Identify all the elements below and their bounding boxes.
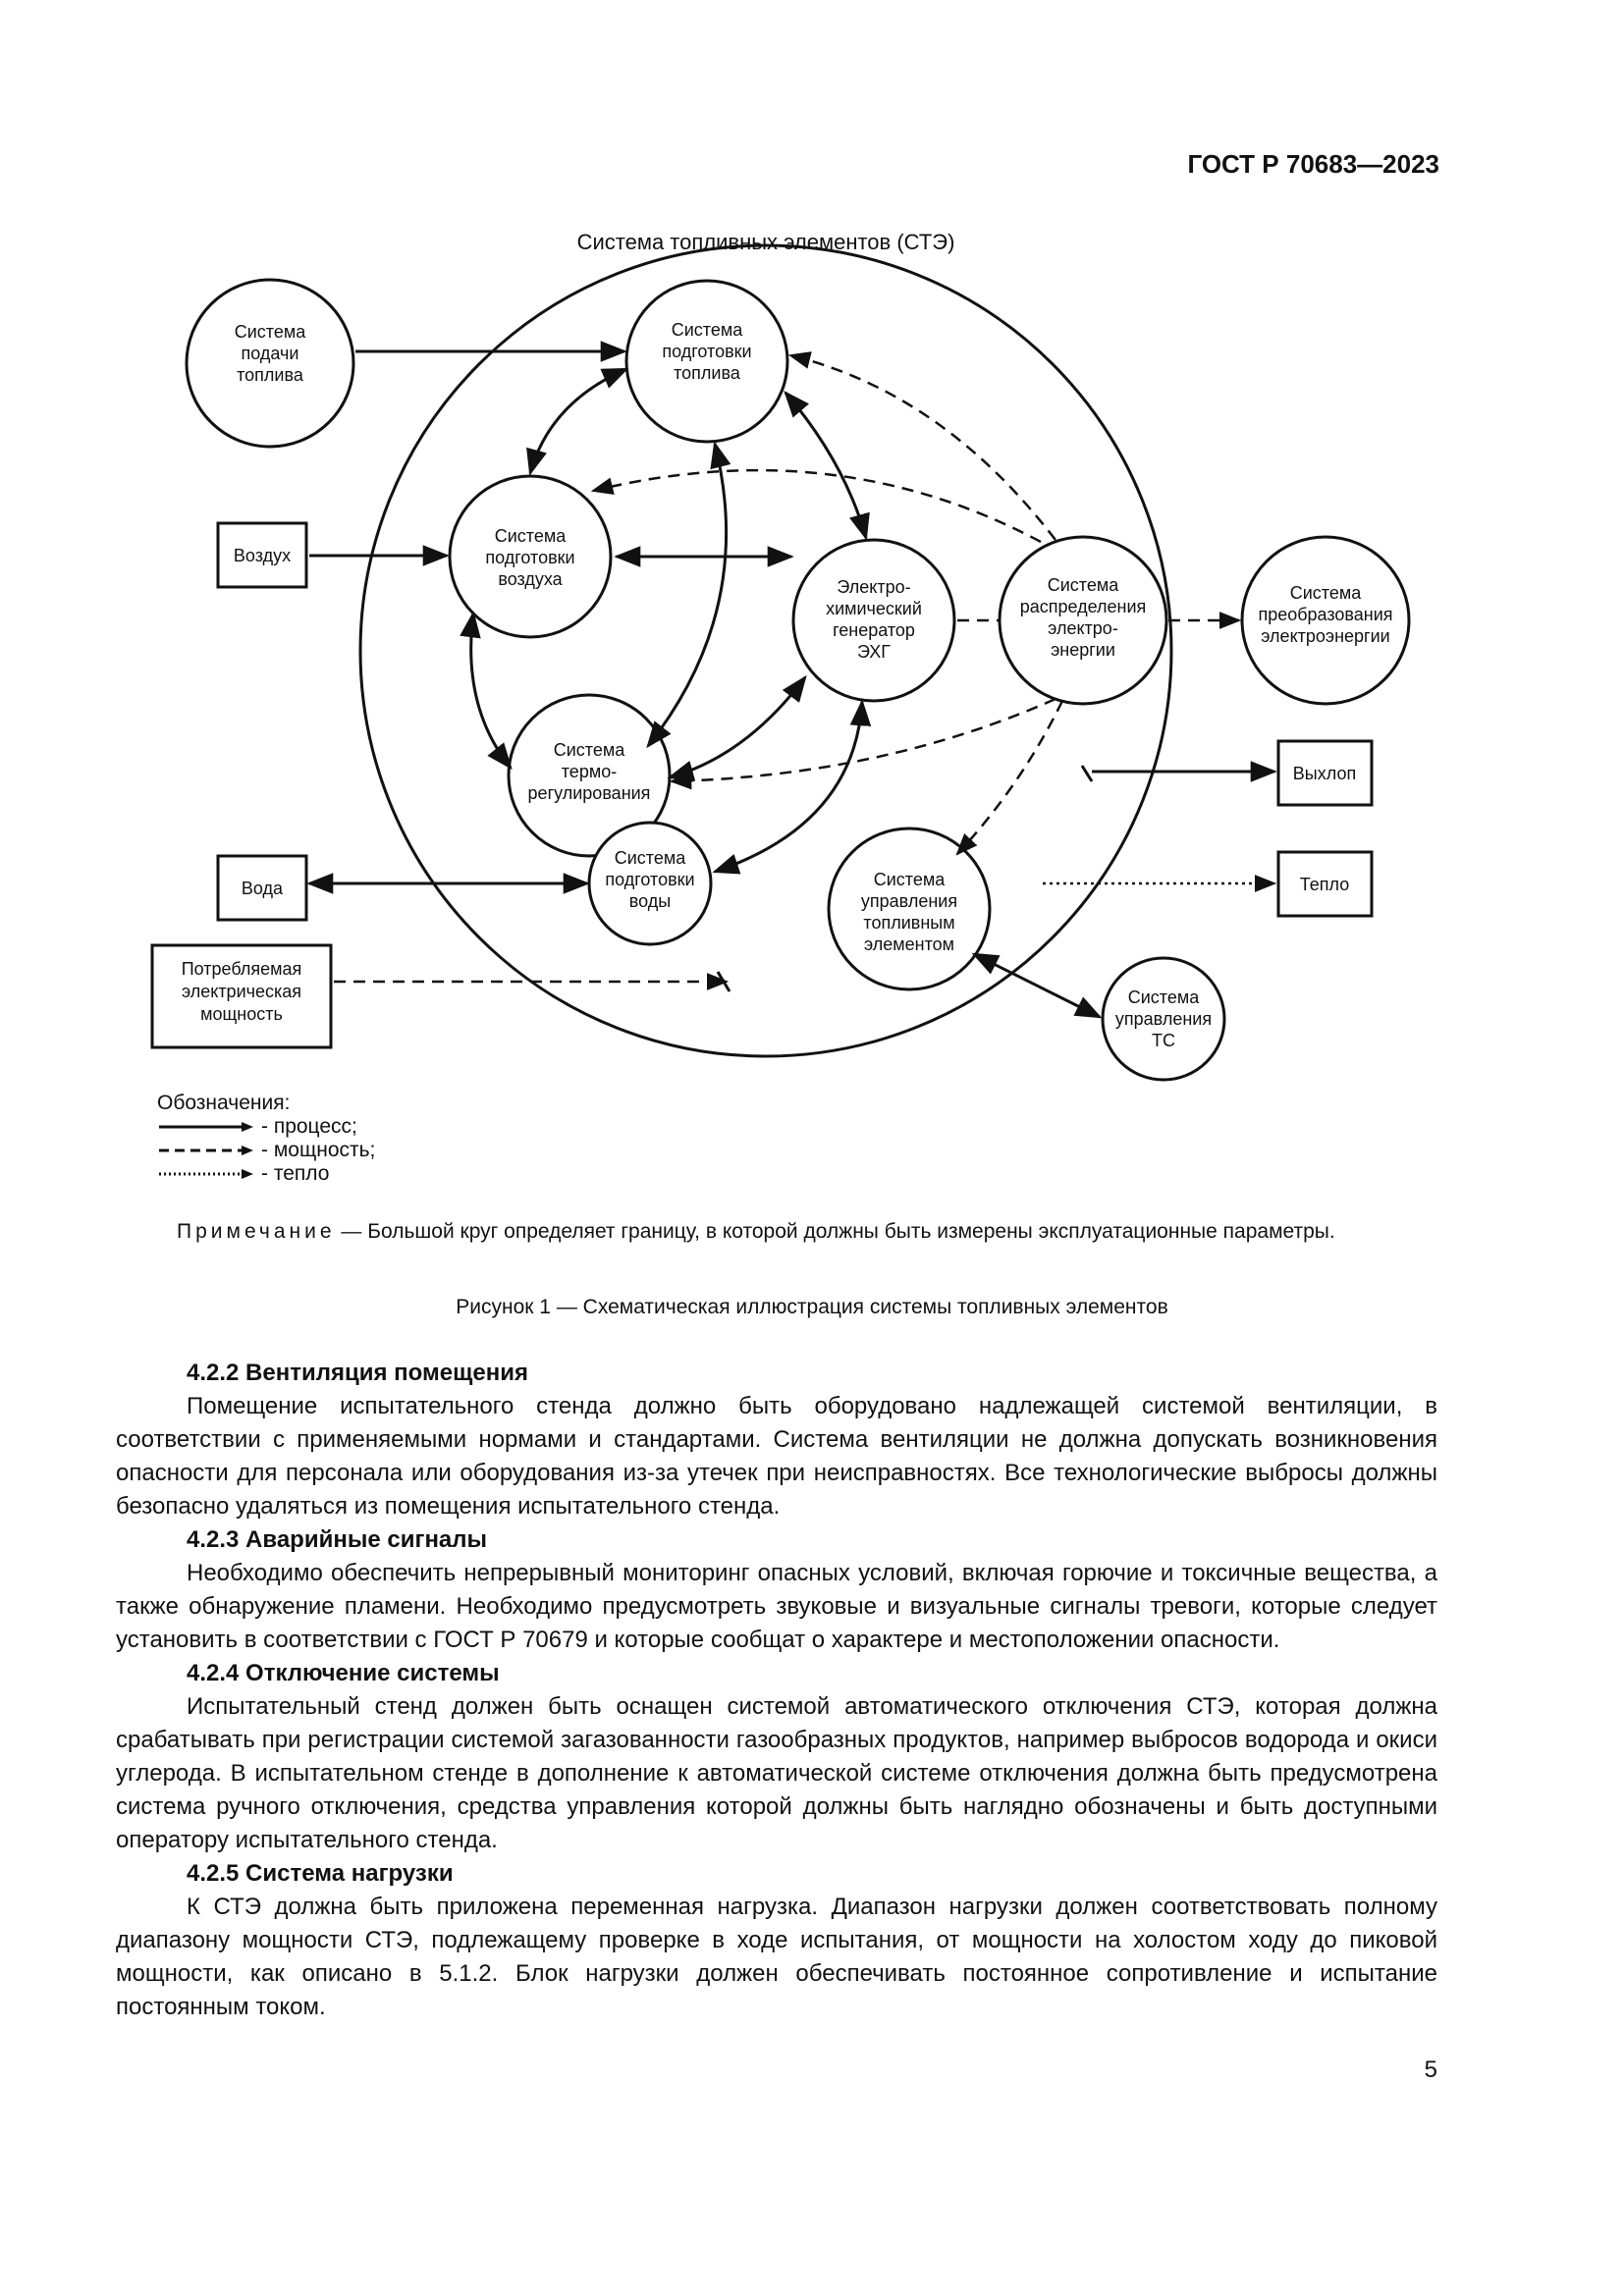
arrow-fccontrol-ts <box>971 952 1103 1019</box>
arrow-ehg-water <box>712 699 872 875</box>
water-box <box>216 854 308 922</box>
section-heading: 4.2.4 Отключение системы <box>187 1660 500 1686</box>
legend-process: - процесс; <box>157 1115 375 1139</box>
legend: Обозначения: - процесс; - мощность; - те… <box>157 1092 375 1186</box>
consumed-boundary-tick <box>716 971 731 992</box>
arrow-ehg-thermo <box>667 674 807 781</box>
figure-note: Примечание — Большой круг определяет гра… <box>116 1217 1437 1247</box>
power-arrow-to-airprep <box>590 468 1042 544</box>
section-paragraph: Помещение испытательного стенда должно б… <box>116 1393 1437 1520</box>
fuel-supply-node <box>185 278 355 449</box>
exhaust-box-label: Выхлоп <box>1293 764 1356 783</box>
page-number: 5 <box>1424 2056 1437 2083</box>
legend-dashed-arrow-icon <box>159 1146 253 1155</box>
heat-box <box>1276 850 1374 918</box>
water-box-label: Вода <box>242 879 284 898</box>
ts-control-node <box>1101 956 1226 1082</box>
heat-box-label: Тепло <box>1300 875 1349 894</box>
section-heading: 4.2.3 Аварийные сигналы <box>187 1526 488 1553</box>
legend-heat: - тепло <box>157 1162 375 1186</box>
consumed-power-box <box>150 943 333 1049</box>
air-box <box>216 521 308 589</box>
legend-solid-arrow-icon <box>159 1122 253 1132</box>
section-paragraph: Испытательный стенд должен быть оснащен … <box>116 1693 1437 1853</box>
section-heading: 4.2.5 Система нагрузки <box>187 1860 454 1887</box>
power-arrow-to-thermo <box>669 697 1056 790</box>
ehg-node <box>791 538 956 703</box>
air-prep-node <box>448 474 613 639</box>
arrow-fuelprep-ehg <box>784 390 870 541</box>
standard-designation: ГОСТ Р 70683—2023 <box>1187 149 1439 179</box>
fuel-cell-system-diagram: Система топливных элементов (СТЭ) <box>150 230 1411 1082</box>
legend-heading: Обозначения: <box>157 1092 291 1114</box>
note-label: Примечание <box>177 1220 336 1243</box>
exhaust-boundary-tick <box>1080 765 1094 782</box>
fce-boundary-circle <box>358 243 1173 1058</box>
legend-power: - мощность; <box>157 1139 375 1162</box>
section-heading: 4.2.2 Вентиляция помещения <box>187 1360 528 1386</box>
section-paragraph: Необходимо обеспечить непрерывный монито… <box>116 1560 1437 1653</box>
power-arrow-to-fccontrol <box>955 700 1064 856</box>
power-conv-node <box>1240 535 1411 706</box>
body-text: 4.2.2 Вентиляция помещения Помещение исп… <box>116 1357 1437 2024</box>
section-paragraph: К СТЭ должна быть приложена переменная н… <box>116 1894 1437 2020</box>
arrow-airprep-thermo <box>460 611 513 771</box>
arrow-fuelprep-thermo <box>646 441 731 749</box>
fuel-prep-node <box>624 279 789 444</box>
exhaust-box <box>1276 739 1374 807</box>
air-box-label: Воздух <box>234 546 291 565</box>
legend-dotted-arrow-icon <box>159 1169 253 1179</box>
note-text: — Большой круг определяет границу, в кот… <box>335 1220 1335 1243</box>
arrow-fuelprep-airprep <box>526 367 629 476</box>
figure-caption: Рисунок 1 — Схематическая иллюстрация си… <box>456 1296 1168 1318</box>
power-arrow-to-fuelprep <box>787 351 1056 541</box>
diagram-title: Система топливных элементов (СТЭ) <box>577 230 955 254</box>
